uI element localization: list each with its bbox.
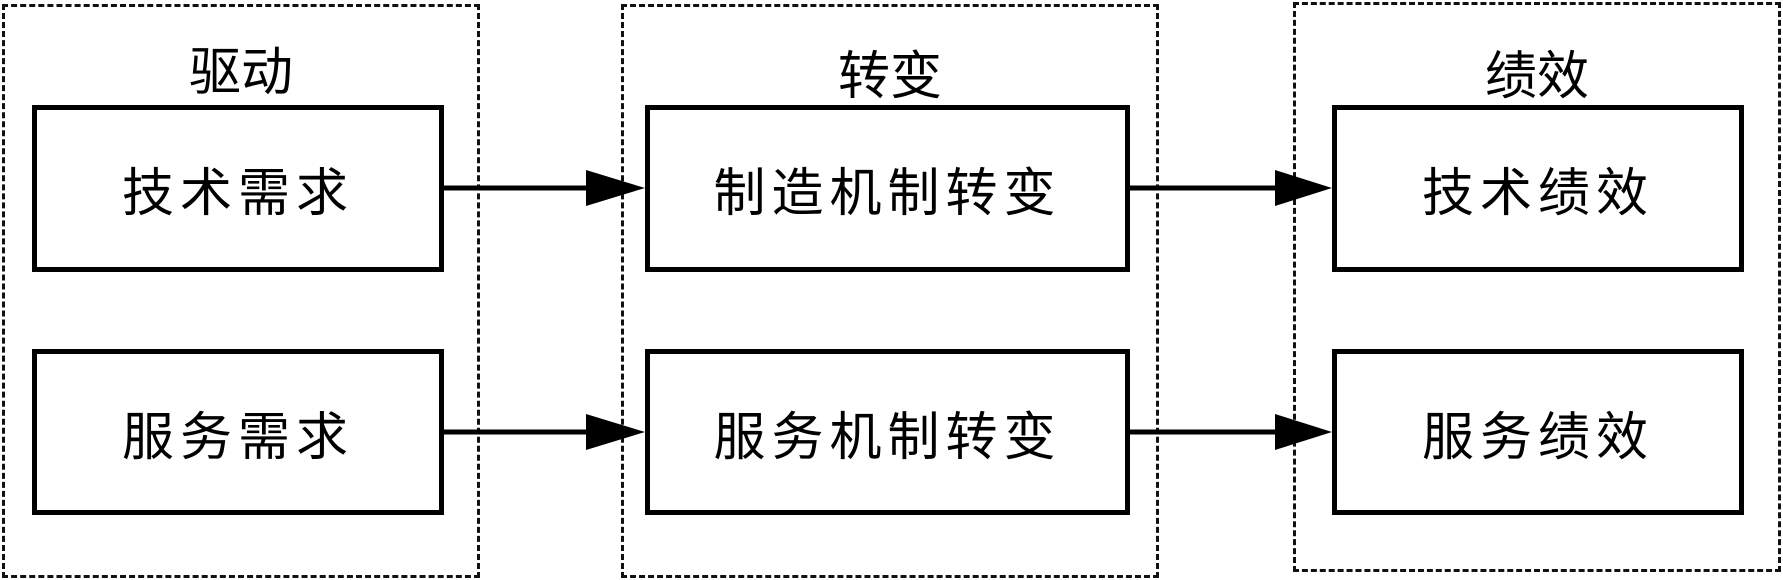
node-service-demand: 服务需求 xyxy=(32,349,444,515)
node-tech-performance: 技术绩效 xyxy=(1332,105,1744,272)
group-transform: 转变 xyxy=(621,4,1159,578)
node-service-performance: 服务绩效 xyxy=(1332,349,1744,515)
group-drive: 驱动 xyxy=(2,4,480,578)
group-drive-title: 驱动 xyxy=(188,43,293,103)
group-performance: 绩效 xyxy=(1293,2,1781,572)
group-performance-title: 绩效 xyxy=(1484,47,1589,107)
node-manufacturing-transform: 制造机制转变 xyxy=(645,105,1130,272)
node-service-transform: 服务机制转变 xyxy=(645,349,1130,515)
node-tech-demand: 技术需求 xyxy=(32,105,444,272)
group-transform-title: 转变 xyxy=(837,47,942,107)
